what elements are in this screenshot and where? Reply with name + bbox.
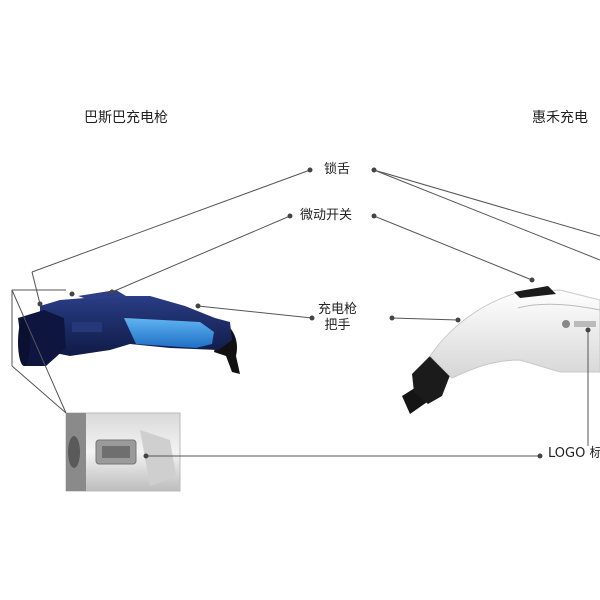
lock-tongue-label: 锁舌 bbox=[324, 162, 351, 177]
handle-label: 充电枪 把手 bbox=[318, 302, 357, 334]
logo-label: LOGO 标 bbox=[548, 446, 600, 461]
leader-dots bbox=[37, 167, 591, 459]
left-gun-title: 巴斯巴充电枪 bbox=[84, 110, 168, 126]
right-gun-title: 惠禾充电 bbox=[532, 110, 588, 126]
micro-switch-label: 微动开关 bbox=[300, 208, 353, 223]
logo-zoom-inset bbox=[65, 412, 181, 492]
right-charging-gun bbox=[402, 286, 600, 414]
handle-label-line2: 把手 bbox=[324, 318, 351, 333]
leader-lines bbox=[11, 169, 600, 457]
handle-label-line1: 充电枪 bbox=[318, 302, 358, 317]
left-charging-gun bbox=[18, 290, 240, 374]
